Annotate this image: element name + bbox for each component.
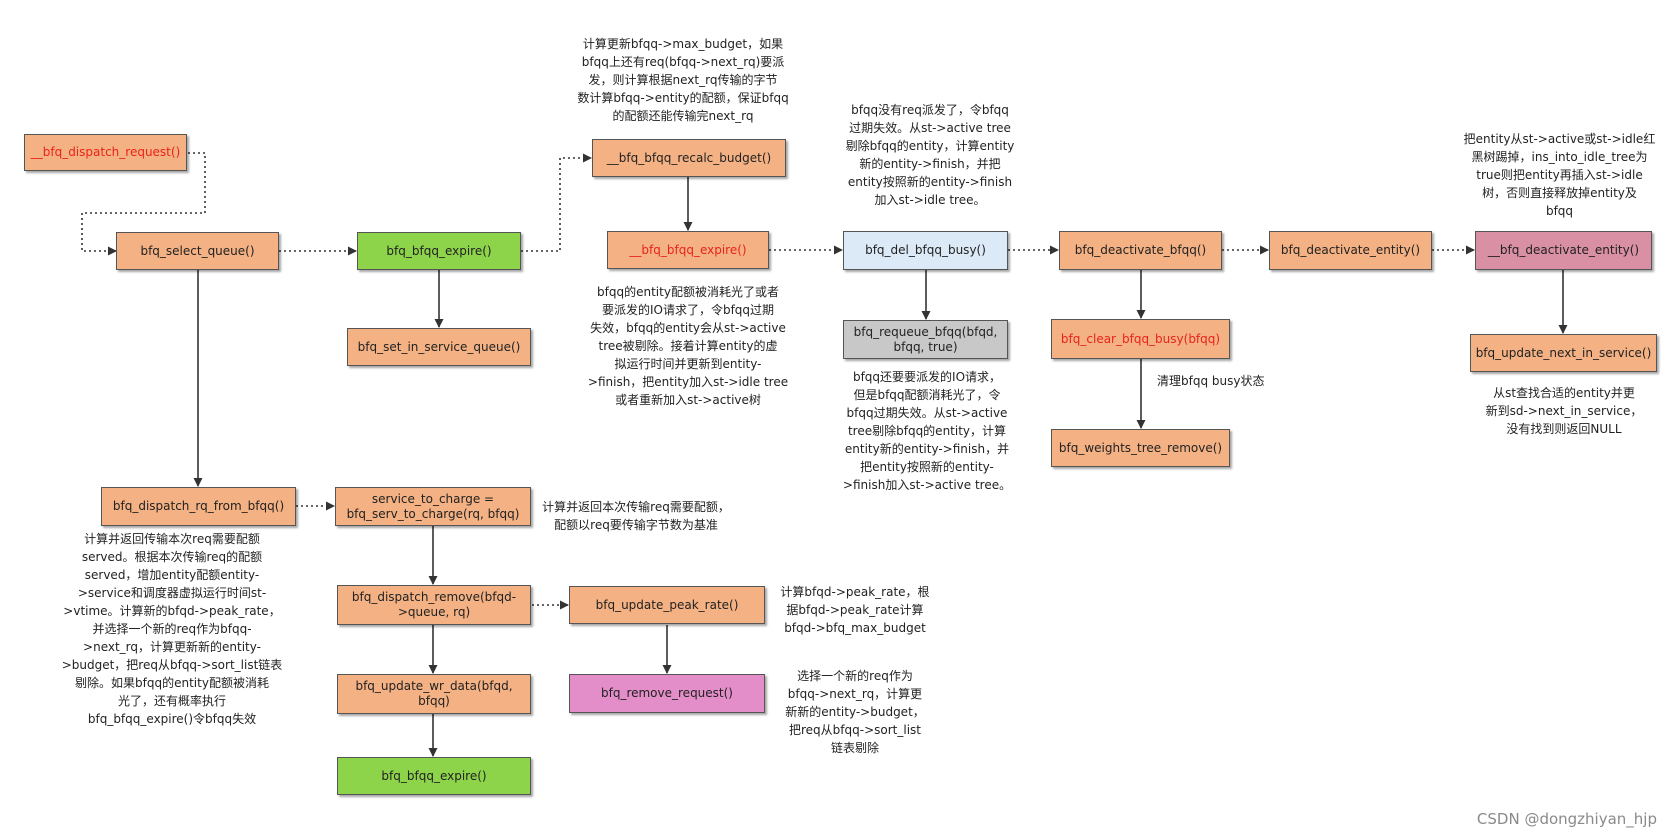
- node-update-peak-rate: bfq_update_peak_rate(): [569, 586, 765, 624]
- node-bfqq-expire-bottom: bfq_bfqq_expire(): [337, 757, 531, 795]
- note-service-to-charge: 计算并返回本次传输req需要配额， 配额以req要传输字节数为基准: [542, 500, 730, 532]
- node-del-bfqq-busy: bfq_del_bfqq_busy(): [843, 231, 1008, 270]
- node-set-in-service-queue: bfq_set_in_service_queue(): [347, 328, 531, 366]
- note-deactivate-entity: 把entity从st->active或st->idle红 黑树踢掉，ins_in…: [1463, 132, 1656, 218]
- note-dispatch-rq-from-bfqq: 计算并返回传输本次req需要配额 served。根据本次传输req的配额 ser…: [61, 532, 283, 726]
- node-select-queue: bfq_select_queue(): [116, 232, 279, 270]
- node-deactivate-entity-inner: __bfq_deactivate_entity(): [1475, 231, 1652, 270]
- note-bfqq-expire-inner: bfqq的entity配额被消耗光了或者 要派发的IO请求了，令bfqq过期 失…: [587, 285, 789, 407]
- node-bfqq-expire-inner: __bfq_bfqq_expire(): [607, 231, 769, 269]
- node-dispatch-request: __bfq_dispatch_request(): [24, 134, 187, 171]
- edge-bfqq-expire-to-recalc-budget: [521, 153, 592, 252]
- note-recalc-budget: 计算更新bfqq->max_budget，如果 bfqq上还有req(bfqq-…: [577, 37, 789, 123]
- node-service-to-charge: service_to_charge = bfq_serv_to_charge(r…: [335, 487, 531, 526]
- note-remove-request: 选择一个新的req作为 bfqq->next_rq，计算更 新新的entity-…: [785, 669, 925, 755]
- note-requeue-bfqq: bfqq还要要派发的IO请求， 但是bfqq配额消耗光了，令 bfqq过期失效。…: [842, 370, 1012, 492]
- node-dispatch-remove: bfq_dispatch_remove(bfqd- >queue, rq): [337, 585, 531, 625]
- node-requeue-bfqq: bfq_requeue_bfqq(bfqd, bfqq, true): [843, 320, 1008, 359]
- watermark: CSDN @dongzhiyan_hjp: [1476, 810, 1657, 828]
- node-deactivate-bfqq: bfq_deactivate_bfqq(): [1059, 231, 1222, 270]
- note-update-peak-rate: 计算bfqd->peak_rate，根 据bfqd->peak_rate计算 b…: [780, 585, 930, 635]
- note-del-bfqq-busy: bfqq没有req派发了，令bfqq 过期失效。从st->active tree…: [845, 103, 1015, 207]
- node-recalc-budget: __bfq_bfqq_recalc_budget(): [592, 139, 786, 177]
- node-deactivate-entity: bfq_deactivate_entity(): [1269, 231, 1432, 270]
- note-clear-busy: 清理bfqq busy状态: [1157, 374, 1265, 388]
- node-weights-tree-remove: bfq_weights_tree_remove(): [1051, 429, 1230, 467]
- note-update-next-in-service: 从st查找合适的entity并更 新到sd->next_in_service， …: [1485, 386, 1643, 436]
- node-bfqq-expire-top: bfq_bfqq_expire(): [357, 232, 521, 270]
- node-update-wr-data: bfq_update_wr_data(bfqd, bfqq): [337, 674, 531, 714]
- node-dispatch-rq-from-bfqq: bfq_dispatch_rq_from_bfqq(): [101, 487, 296, 526]
- node-clear-bfqq-busy: bfq_clear_bfqq_busy(bfqq): [1051, 319, 1230, 359]
- node-remove-request: bfq_remove_request(): [569, 674, 765, 713]
- node-update-next-in-service: bfq_update_next_in_service(): [1470, 334, 1657, 372]
